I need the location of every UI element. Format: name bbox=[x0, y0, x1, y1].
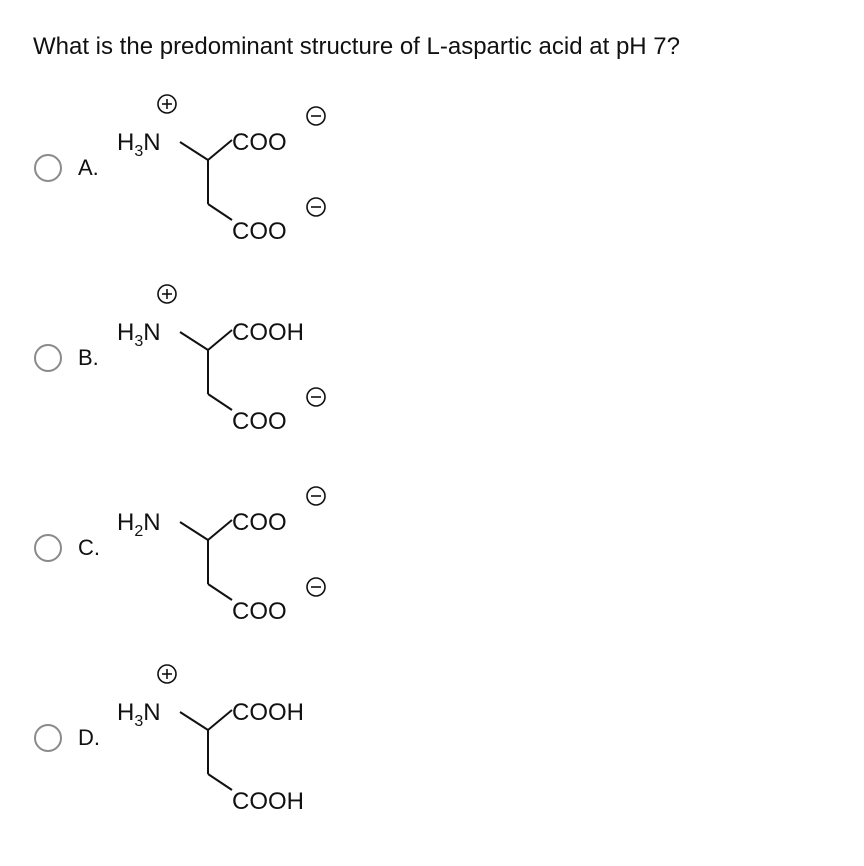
bond bbox=[207, 393, 233, 411]
alpha-carboxyl-group: COOH bbox=[232, 319, 304, 346]
bond bbox=[207, 709, 233, 731]
positive-charge-icon bbox=[157, 284, 177, 304]
answer-option-a[interactable]: A. H3N COO COO bbox=[0, 92, 864, 282]
amine-group: H3N bbox=[117, 129, 161, 160]
radio-unselected-icon[interactable] bbox=[34, 534, 62, 562]
answer-option-c[interactable]: C. H2N COO COO bbox=[0, 472, 864, 662]
bond bbox=[207, 519, 233, 541]
amine-group: H3N bbox=[117, 319, 161, 350]
alpha-carboxyl-group: COOH bbox=[232, 699, 304, 726]
side-chain-carboxyl-group: COO bbox=[232, 218, 287, 245]
side-chain-carboxyl-group: COO bbox=[232, 598, 287, 625]
answer-option-b[interactable]: B. H3N COOH COO bbox=[0, 282, 864, 472]
radio-unselected-icon[interactable] bbox=[34, 344, 62, 372]
radio-unselected-icon[interactable] bbox=[34, 724, 62, 752]
positive-charge-icon bbox=[157, 664, 177, 684]
bond bbox=[207, 583, 233, 601]
negative-charge-icon bbox=[306, 577, 326, 597]
negative-charge-icon bbox=[306, 197, 326, 217]
bond bbox=[207, 329, 233, 351]
alpha-carboxyl-group: COO bbox=[232, 509, 287, 536]
bond bbox=[179, 711, 209, 731]
option-letter: B. bbox=[78, 345, 99, 370]
alpha-carboxyl-group: COO bbox=[232, 129, 287, 156]
answer-option-d[interactable]: D. H3N COOH COOH bbox=[0, 662, 864, 852]
positive-charge-icon bbox=[157, 94, 177, 114]
bond bbox=[207, 773, 233, 791]
negative-charge-icon bbox=[306, 486, 326, 506]
negative-charge-icon bbox=[306, 387, 326, 407]
option-letter: A. bbox=[78, 155, 99, 180]
bond bbox=[179, 141, 209, 161]
question-text: What is the predominant structure of L-a… bbox=[33, 33, 680, 60]
chemical-structure: H2N COO COO bbox=[117, 486, 326, 625]
chemical-structure: H3N COO COO bbox=[117, 94, 326, 245]
option-letter: C. bbox=[78, 535, 100, 560]
chemical-structure: H3N COOH COOH bbox=[117, 664, 304, 815]
option-letter: D. bbox=[78, 725, 100, 750]
bond bbox=[207, 139, 233, 161]
amine-group: H2N bbox=[117, 509, 161, 540]
amine-group: H3N bbox=[117, 699, 161, 730]
radio-unselected-icon[interactable] bbox=[34, 154, 62, 182]
bond bbox=[207, 203, 233, 221]
negative-charge-icon bbox=[306, 106, 326, 126]
side-chain-carboxyl-group: COO bbox=[232, 408, 287, 435]
bond bbox=[179, 331, 209, 351]
bond bbox=[179, 521, 209, 541]
chemical-structure: H3N COOH COO bbox=[117, 284, 326, 435]
side-chain-carboxyl-group: COOH bbox=[232, 788, 304, 815]
